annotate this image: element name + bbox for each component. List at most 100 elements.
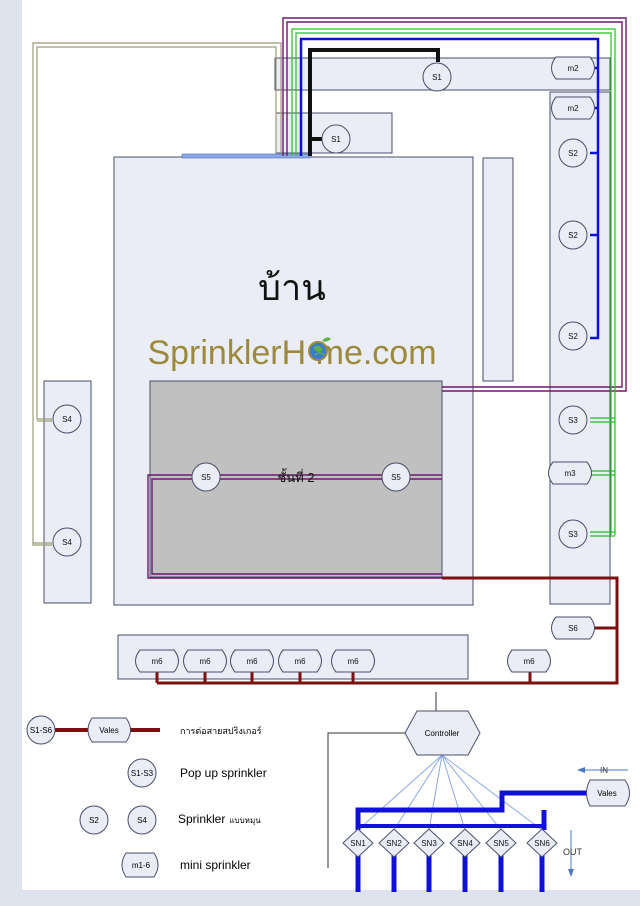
controller-spokes xyxy=(357,754,543,831)
node-floor2-2-shape xyxy=(381,462,411,492)
valve-station-6: SN6 xyxy=(526,828,558,892)
controller-label: Controller xyxy=(425,729,460,738)
node-bottom-4-shape xyxy=(278,649,322,673)
watermark-text: SprinklerH me.com xyxy=(147,334,436,372)
legend-s1-s3-circle xyxy=(127,758,157,788)
controller-hexagon xyxy=(404,710,481,756)
station-diamond-2 xyxy=(378,828,410,858)
valve-station-3: SN3 xyxy=(413,824,465,892)
controller-frame xyxy=(327,732,406,868)
node-right-9-shape xyxy=(551,616,595,640)
station-label-5: SN5 xyxy=(493,839,509,848)
node-bottom-6-shape xyxy=(507,649,551,673)
legend-mini-shape xyxy=(121,852,159,878)
legend-sprinkler-sub: แบบหมุน xyxy=(229,816,261,825)
node-s1-top: S1 xyxy=(422,62,452,92)
node-s1-top-shape xyxy=(422,62,452,92)
station-diamond-1 xyxy=(342,828,374,858)
station-diamond-4 xyxy=(449,828,481,858)
legend-vales-shape xyxy=(87,717,131,743)
node-left-1-label: S4 xyxy=(62,415,72,424)
node-right-8: S3 xyxy=(558,519,588,549)
node-right-2-label: m2 xyxy=(567,104,579,113)
node-right-6-label: S3 xyxy=(568,416,578,425)
node-bottom-5-shape xyxy=(331,649,375,673)
legend-sprinkler-main: Sprinkler xyxy=(178,812,225,826)
valve-station-1: SN1 xyxy=(342,824,394,892)
node-right-3-shape xyxy=(558,138,588,168)
node-bottom-3-shape xyxy=(230,649,274,673)
green-pipe xyxy=(291,28,616,537)
legend-s1-s6: S1-S6 xyxy=(30,726,53,735)
valve-station-5: SN5 xyxy=(485,824,542,892)
node-right-4: S2 xyxy=(558,220,588,250)
valve-station-4: SN4 xyxy=(449,824,501,892)
node-bottom-2-shape xyxy=(183,649,227,673)
spoke-1 xyxy=(357,754,443,831)
legend-s2: S2 xyxy=(89,816,99,825)
node-left-1: S4 xyxy=(52,404,82,434)
node-bottom-6-label: m6 xyxy=(523,657,535,666)
node-right-6-shape xyxy=(558,405,588,435)
spoke-5 xyxy=(441,754,502,831)
node-s1-mid: S1 xyxy=(321,124,351,154)
node-right-4-label: S2 xyxy=(568,231,578,240)
node-left-2: S4 xyxy=(52,527,82,557)
node-right-2-shape xyxy=(551,96,595,120)
olive-pipe xyxy=(32,42,282,546)
legend-s4: S4 xyxy=(137,816,147,825)
node-bottom-5-label: m6 xyxy=(347,657,359,666)
floor2-label: ชั้นที่ 2 xyxy=(277,468,314,485)
legend-s1-s6-circle xyxy=(26,715,56,745)
node-bottom-6: m6 xyxy=(507,649,551,673)
node-floor2-1-label: S5 xyxy=(201,473,211,482)
node-left-2-shape xyxy=(52,527,82,557)
blue-pipe xyxy=(299,37,600,340)
light-blue-header xyxy=(181,153,311,159)
node-right-1: m2 xyxy=(551,56,595,80)
node-floor2-2: S5 xyxy=(381,462,411,492)
node-bottom-1-shape xyxy=(135,649,179,673)
node-left-2-label: S4 xyxy=(62,538,72,547)
node-s1-mid-shape xyxy=(321,124,351,154)
in-label: IN xyxy=(600,766,608,775)
legend: S1-S6 Vales การต่อสายสปริงเกอร์ S1-S3 Po… xyxy=(26,715,267,878)
maroon-pipe xyxy=(155,576,619,685)
vales-main: Vales xyxy=(597,789,616,798)
spoke-4 xyxy=(441,754,466,831)
node-bottom-4: m6 xyxy=(278,649,322,673)
node-right-8-shape xyxy=(558,519,588,549)
station-label-3: SN3 xyxy=(421,839,437,848)
node-right-1-shape xyxy=(551,56,595,80)
node-s1-top-label: S1 xyxy=(432,73,442,82)
vales-main-shape xyxy=(586,779,630,807)
node-right-6: S3 xyxy=(558,405,588,435)
legend-m1-6: m1-6 xyxy=(132,861,151,870)
node-right-5-label: S2 xyxy=(568,332,578,341)
legend-vales-desc: การต่อสายสปริงเกอร์ xyxy=(180,725,262,736)
spoke-6 xyxy=(441,754,543,831)
legend-s2-circle xyxy=(79,805,109,835)
node-right-4-shape xyxy=(558,220,588,250)
node-floor2-1-shape xyxy=(191,462,221,492)
watermark-before: SprinklerH xyxy=(147,334,306,372)
node-bottom-1: m6 xyxy=(135,649,179,673)
node-right-9-label: S6 xyxy=(568,624,578,633)
node-right-7-label: m3 xyxy=(564,469,576,478)
node-bottom-4-label: m6 xyxy=(294,657,306,666)
node-right-8-label: S3 xyxy=(568,530,578,539)
node-bottom-2: m6 xyxy=(183,649,227,673)
node-bottom-3: m6 xyxy=(230,649,274,673)
node-bottom-5: m6 xyxy=(331,649,375,673)
node-right-5-shape xyxy=(558,321,588,351)
node-right-3-label: S2 xyxy=(568,149,578,158)
station-diamond-6 xyxy=(526,828,558,858)
station-label-2: SN2 xyxy=(386,839,402,848)
legend-vales: Vales xyxy=(99,726,118,735)
house-label: บ้าน xyxy=(258,267,326,308)
